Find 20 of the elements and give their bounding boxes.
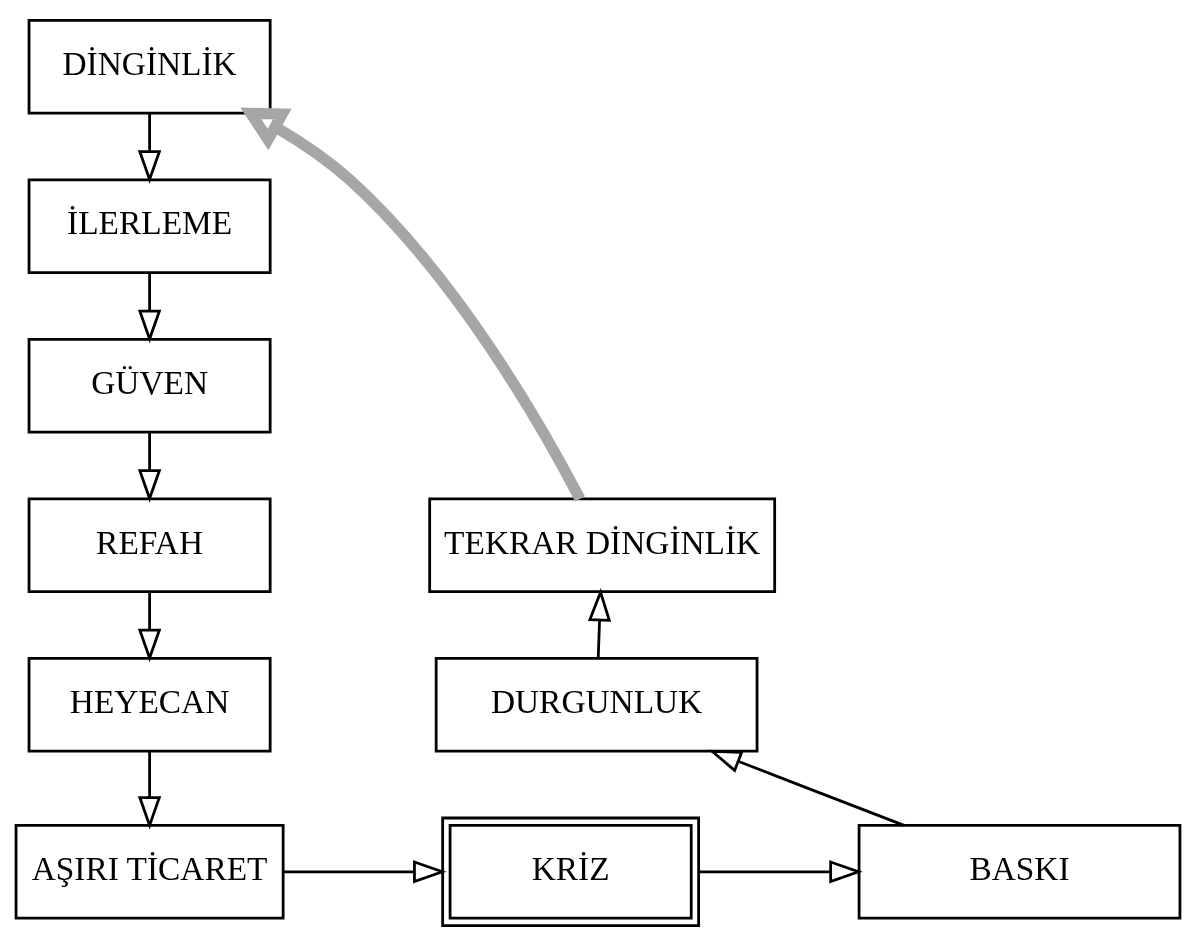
node-box: İLERLEME	[27, 178, 272, 275]
arrow	[137, 751, 162, 830]
arrow	[137, 273, 162, 344]
node-box: REFAH	[27, 497, 272, 594]
node-box: HEYECAN	[27, 657, 272, 753]
node-box: TEKRAR DİNGİNLİK	[428, 497, 777, 594]
arrow	[283, 860, 447, 884]
arrow	[240, 107, 585, 502]
node-box: KRİZ	[441, 816, 700, 927]
node-box: BASKI	[857, 824, 1182, 920]
arrow	[587, 588, 612, 659]
node-box: GÜVEN	[27, 338, 272, 434]
arrow	[137, 592, 162, 663]
node-box: DİNGİNLİK	[27, 19, 272, 115]
node-box: AŞIRI TİCARET	[14, 824, 285, 920]
node-box: DURGUNLUK	[434, 657, 759, 753]
arrow	[137, 432, 162, 503]
arrow	[137, 113, 162, 184]
arrow	[698, 860, 863, 884]
arrow	[708, 749, 905, 827]
